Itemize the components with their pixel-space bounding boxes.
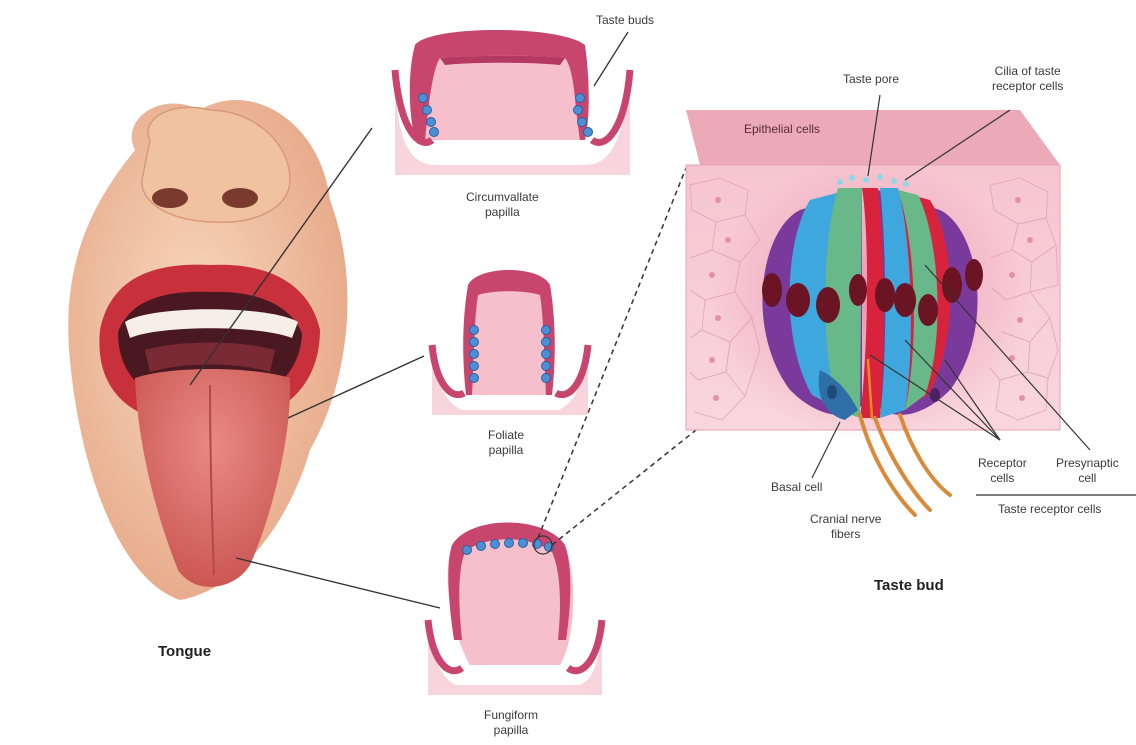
- circumvallate-label-line1: Circumvallate: [466, 190, 539, 205]
- taste-pore-label: Taste pore: [843, 72, 899, 87]
- taste-receptor-cells-label: Taste receptor cells: [998, 502, 1101, 517]
- foliate-papilla-label: Foliate papilla: [488, 428, 524, 458]
- presynaptic-label-line2: cell: [1056, 471, 1119, 486]
- epithelial-cells-label: Epithelial cells: [744, 122, 820, 137]
- tongue-label: Tongue: [158, 644, 211, 659]
- receptor-label-line2: cells: [978, 471, 1027, 486]
- circumvallate-papilla-label: Circumvallate papilla: [466, 190, 539, 220]
- zoom-lines: [538, 168, 696, 545]
- cranial-nerve-label: Cranial nerve fibers: [810, 512, 881, 542]
- taste-buds-label: Taste buds: [596, 13, 654, 28]
- face-illustration: [68, 100, 347, 600]
- presynaptic-cell-label: Presynaptic cell: [1056, 456, 1119, 486]
- fungiform-papilla-label: Fungiform papilla: [484, 708, 538, 738]
- cranial-label-line1: Cranial nerve: [810, 512, 881, 527]
- foliate-label-line1: Foliate: [488, 428, 524, 443]
- basal-cell-label: Basal cell: [771, 480, 822, 495]
- circumvallate-papilla-illustration: [395, 30, 630, 175]
- cilia-label-line2: receptor cells: [992, 79, 1063, 94]
- fungiform-label-line2: papilla: [484, 723, 538, 738]
- fungiform-papilla-illustration: [428, 523, 602, 696]
- presynaptic-label-line1: Presynaptic: [1056, 456, 1119, 471]
- fungiform-label-line1: Fungiform: [484, 708, 538, 723]
- receptor-label-line1: Receptor: [978, 456, 1027, 471]
- cilia-label-line1: Cilia of taste: [992, 64, 1063, 79]
- foliate-label-line2: papilla: [488, 443, 524, 458]
- taste-bud-title: Taste bud: [874, 578, 944, 593]
- cranial-label-line2: fibers: [810, 527, 881, 542]
- circumvallate-label-line2: papilla: [466, 205, 539, 220]
- foliate-papilla-illustration: [432, 270, 588, 415]
- receptor-cells-label: Receptor cells: [978, 456, 1027, 486]
- cilia-label: Cilia of taste receptor cells: [992, 64, 1063, 94]
- taste-bud-block: [686, 110, 1060, 515]
